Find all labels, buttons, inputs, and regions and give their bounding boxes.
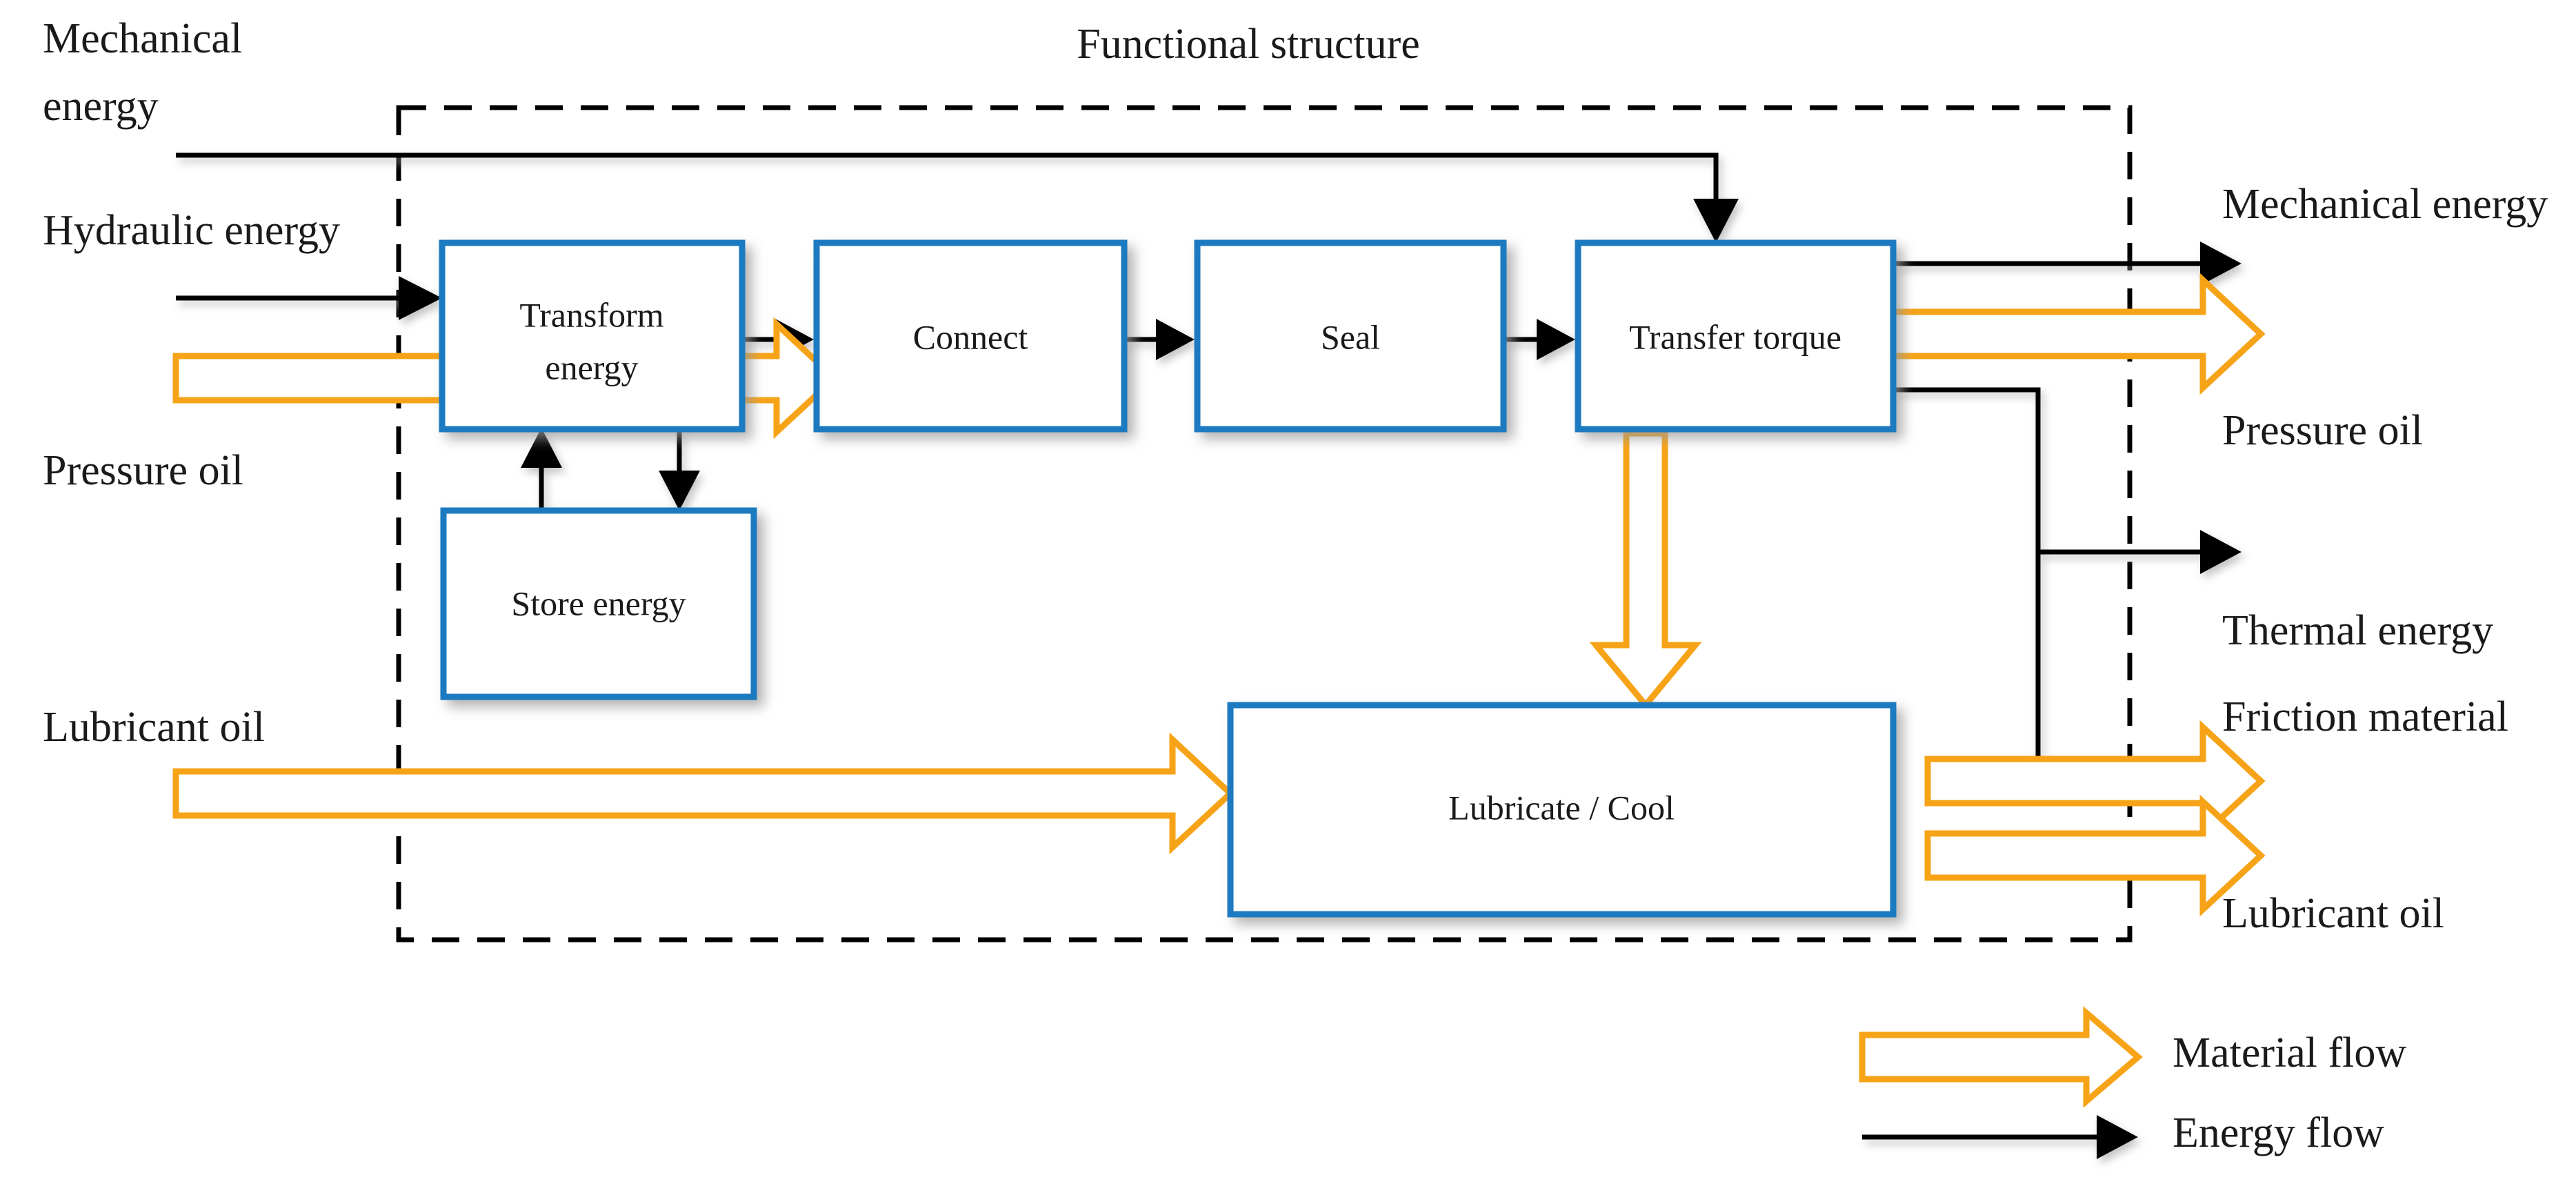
legend-item-material-flow: Material flow	[1859, 1006, 2406, 1108]
input-label-mechanical-energy-line2: energy	[43, 83, 159, 130]
lubricant-oil-output-arrow	[1924, 794, 2266, 917]
output-label-mechanical-energy: Mechanical energy	[2222, 181, 2548, 228]
box-store-energy[interactable]: Store energy	[440, 507, 757, 700]
legend-label-energy-flow: Energy flow	[2173, 1109, 2384, 1156]
connect-to-seal-arrow	[1124, 319, 1195, 360]
legend-label-material-flow: Material flow	[2173, 1029, 2406, 1076]
seal-to-transfer-torque-arrow	[1504, 319, 1575, 360]
box-transfer-torque[interactable]: Transfer torque	[1575, 239, 1897, 433]
box-lubricate-cool-label: Lubricate / Cool	[1448, 788, 1675, 827]
pressure-oil-output-arrow	[1890, 273, 2266, 395]
box-seal-label: Seal	[1321, 317, 1380, 356]
output-label-pressure-oil: Pressure oil	[2222, 407, 2423, 454]
output-label-lubricant-oil: Lubricant oil	[2222, 890, 2444, 937]
mechanical-energy-input-path	[176, 152, 1739, 243]
transfer-torque-to-lubricate-arrow	[1589, 430, 1702, 711]
hydraulic-energy-input-path	[176, 276, 442, 320]
legend-item-energy-flow: Energy flow	[1862, 1109, 2384, 1159]
output-label-thermal-energy: Thermal energy	[2222, 607, 2493, 654]
friction-material-output-arrow	[1924, 720, 2266, 842]
diagram-title: Functional structure	[1077, 21, 1420, 68]
box-connect-label: Connect	[913, 317, 1028, 356]
thermal-energy-output-path	[1893, 387, 2241, 766]
transform-to-store-arrow	[659, 429, 700, 511]
box-transform-energy-label-line2: energy	[545, 348, 638, 386]
mechanical-energy-output-path	[1893, 241, 2241, 286]
output-label-friction-material: Friction material	[2222, 693, 2508, 740]
box-transform-energy-label-line1: Transform	[519, 295, 663, 334]
legend: Material flow Energy flow	[1859, 1006, 2406, 1159]
box-transform-energy[interactable]: Transform energy	[439, 239, 746, 433]
input-label-mechanical-energy-line1: Mechanical	[43, 15, 242, 62]
box-connect[interactable]: Connect	[813, 239, 1128, 433]
box-lubricate-cool[interactable]: Lubricate / Cool	[1227, 702, 1897, 918]
box-seal[interactable]: Seal	[1194, 239, 1507, 433]
material-flow-icon	[1859, 1006, 2143, 1108]
box-store-energy-label: Store energy	[511, 584, 686, 622]
box-transfer-torque-label: Transfer torque	[1629, 317, 1841, 356]
lubricant-oil-input-arrow	[172, 732, 1235, 855]
input-label-hydraulic-energy: Hydraulic energy	[43, 207, 340, 254]
system-boundary	[396, 105, 2133, 943]
input-label-pressure-oil: Pressure oil	[43, 447, 243, 494]
input-label-lubricant-oil: Lubricant oil	[43, 704, 265, 751]
